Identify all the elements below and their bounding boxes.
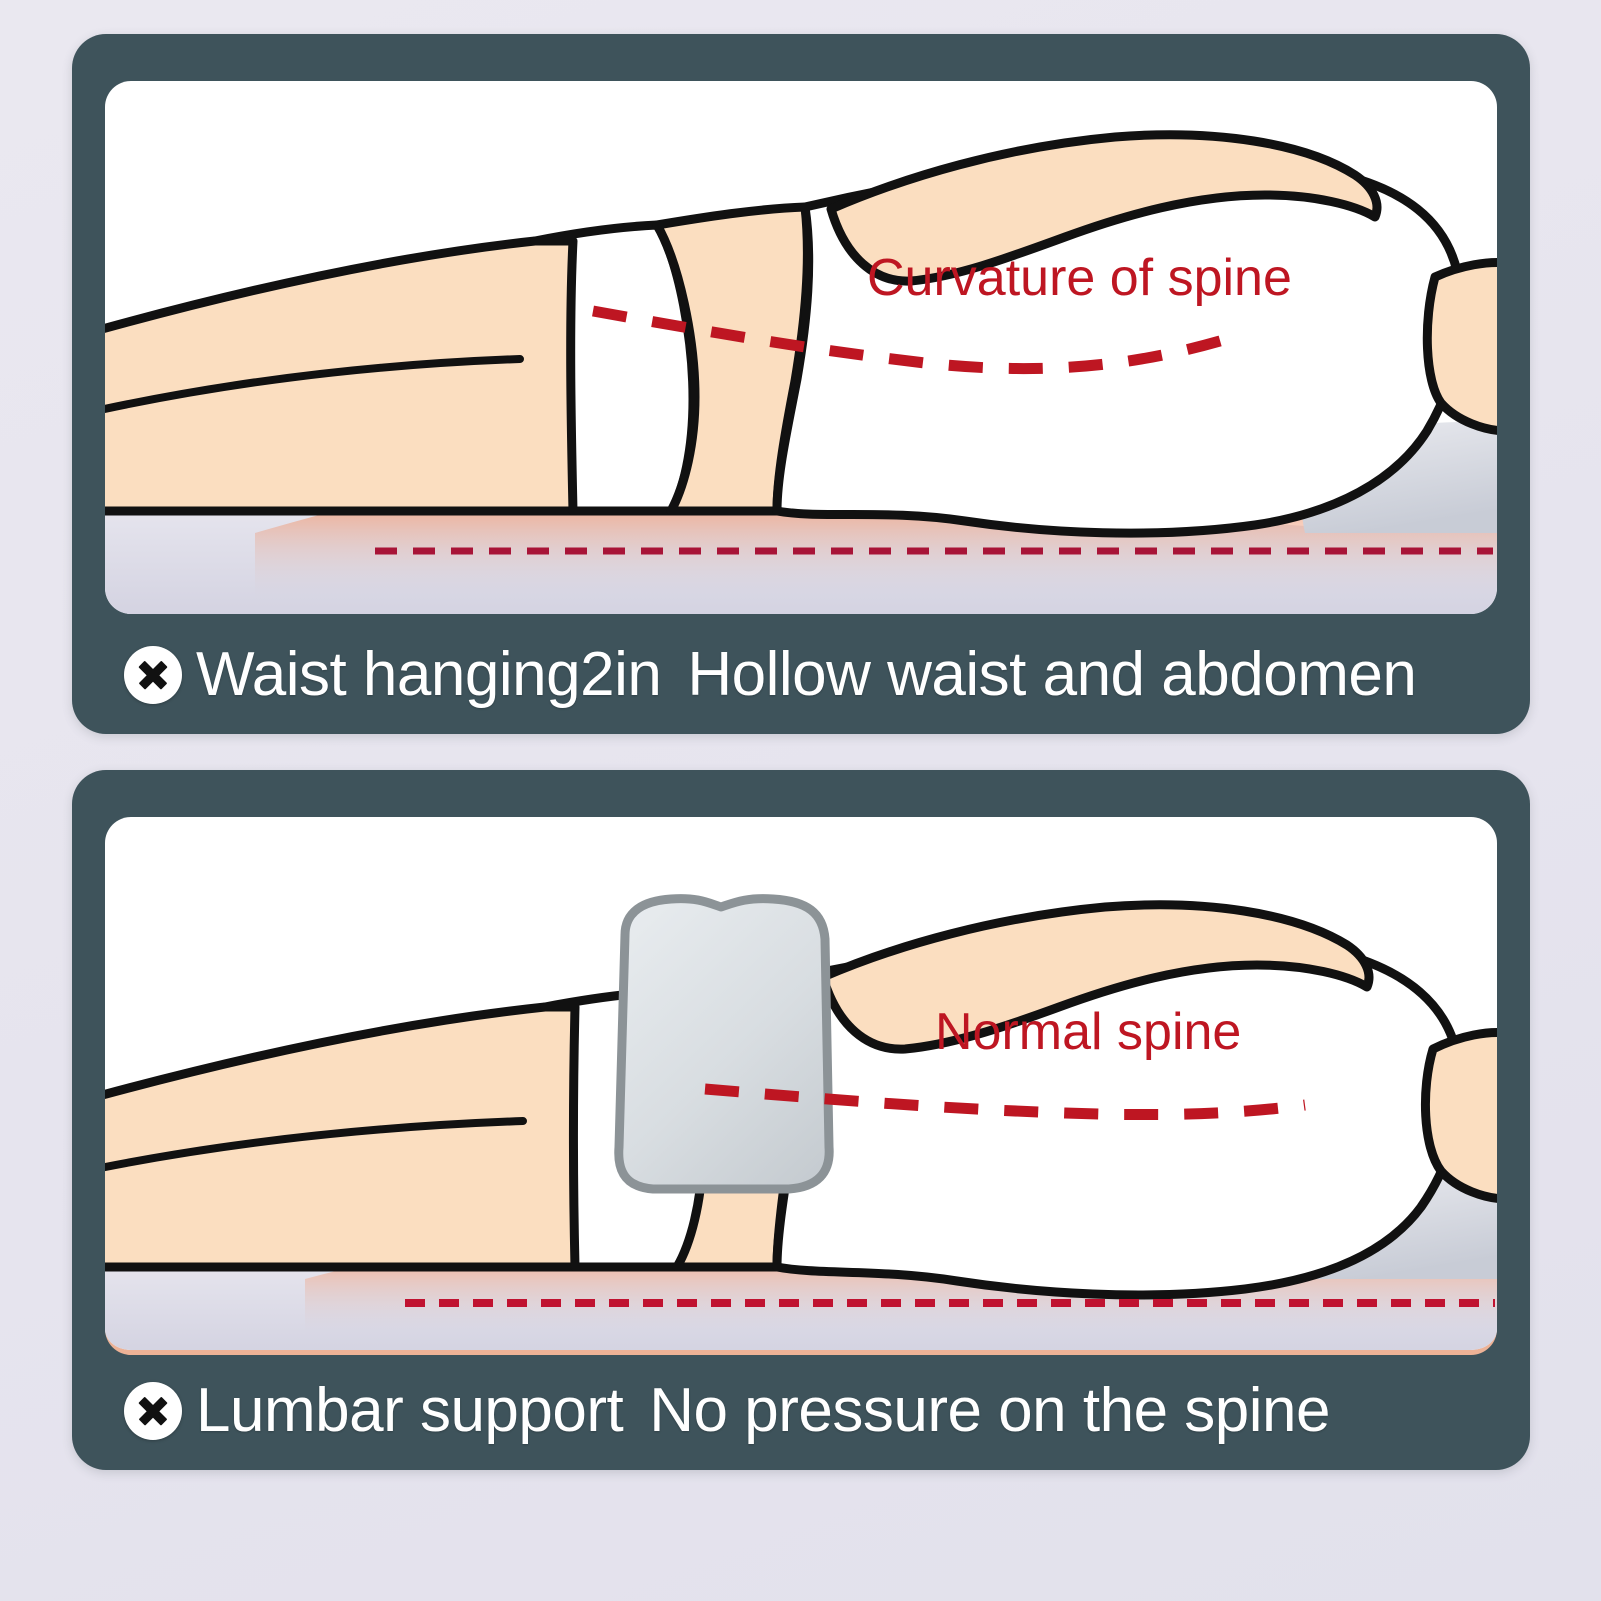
illustration-bad-posture: Curvature of spine [105,81,1497,614]
legs-shape [105,1002,582,1272]
leg-divider-line [105,355,524,413]
caption-bad-posture-secondary: Hollow waist and abdomen [687,640,1417,709]
panel-good-posture-card: Normal spine Lumbar support No pressure … [72,770,1530,1470]
illustration-good-posture: Normal spine [105,817,1497,1355]
caption-good-posture: Lumbar support No pressure on the spine [72,1352,1530,1470]
annotation-curvature-of-spine: Curvature of spine [867,249,1292,307]
caption-bad-posture-primary: Waist hanging2in [196,640,662,709]
neck-head-shape [1422,258,1497,435]
arm-shape [826,130,1382,286]
good-posture-figure: Normal spine [105,894,1497,1350]
spine-curve-dashed-line [592,305,1229,375]
annotation-normal-spine: Normal spine [935,1003,1241,1061]
x-mark-icon [124,1382,182,1440]
leg-divider-line [105,1117,527,1172]
caption-bad-posture: Waist hanging2in Hollow waist and abdome… [72,616,1530,734]
neck-head-shape [1420,1028,1497,1203]
panel-bad-posture-card: Curvature of spine Waist hanging2in Holl… [72,34,1530,734]
legs-shape [105,236,580,516]
lumbar-support-cushion [614,894,834,1194]
x-mark-icon [124,646,182,704]
arm-shape [818,900,1374,1054]
caption-good-posture-secondary: No pressure on the spine [649,1376,1330,1445]
bad-posture-figure: Curvature of spine [105,130,1497,614]
caption-good-posture-primary: Lumbar support [196,1376,624,1445]
